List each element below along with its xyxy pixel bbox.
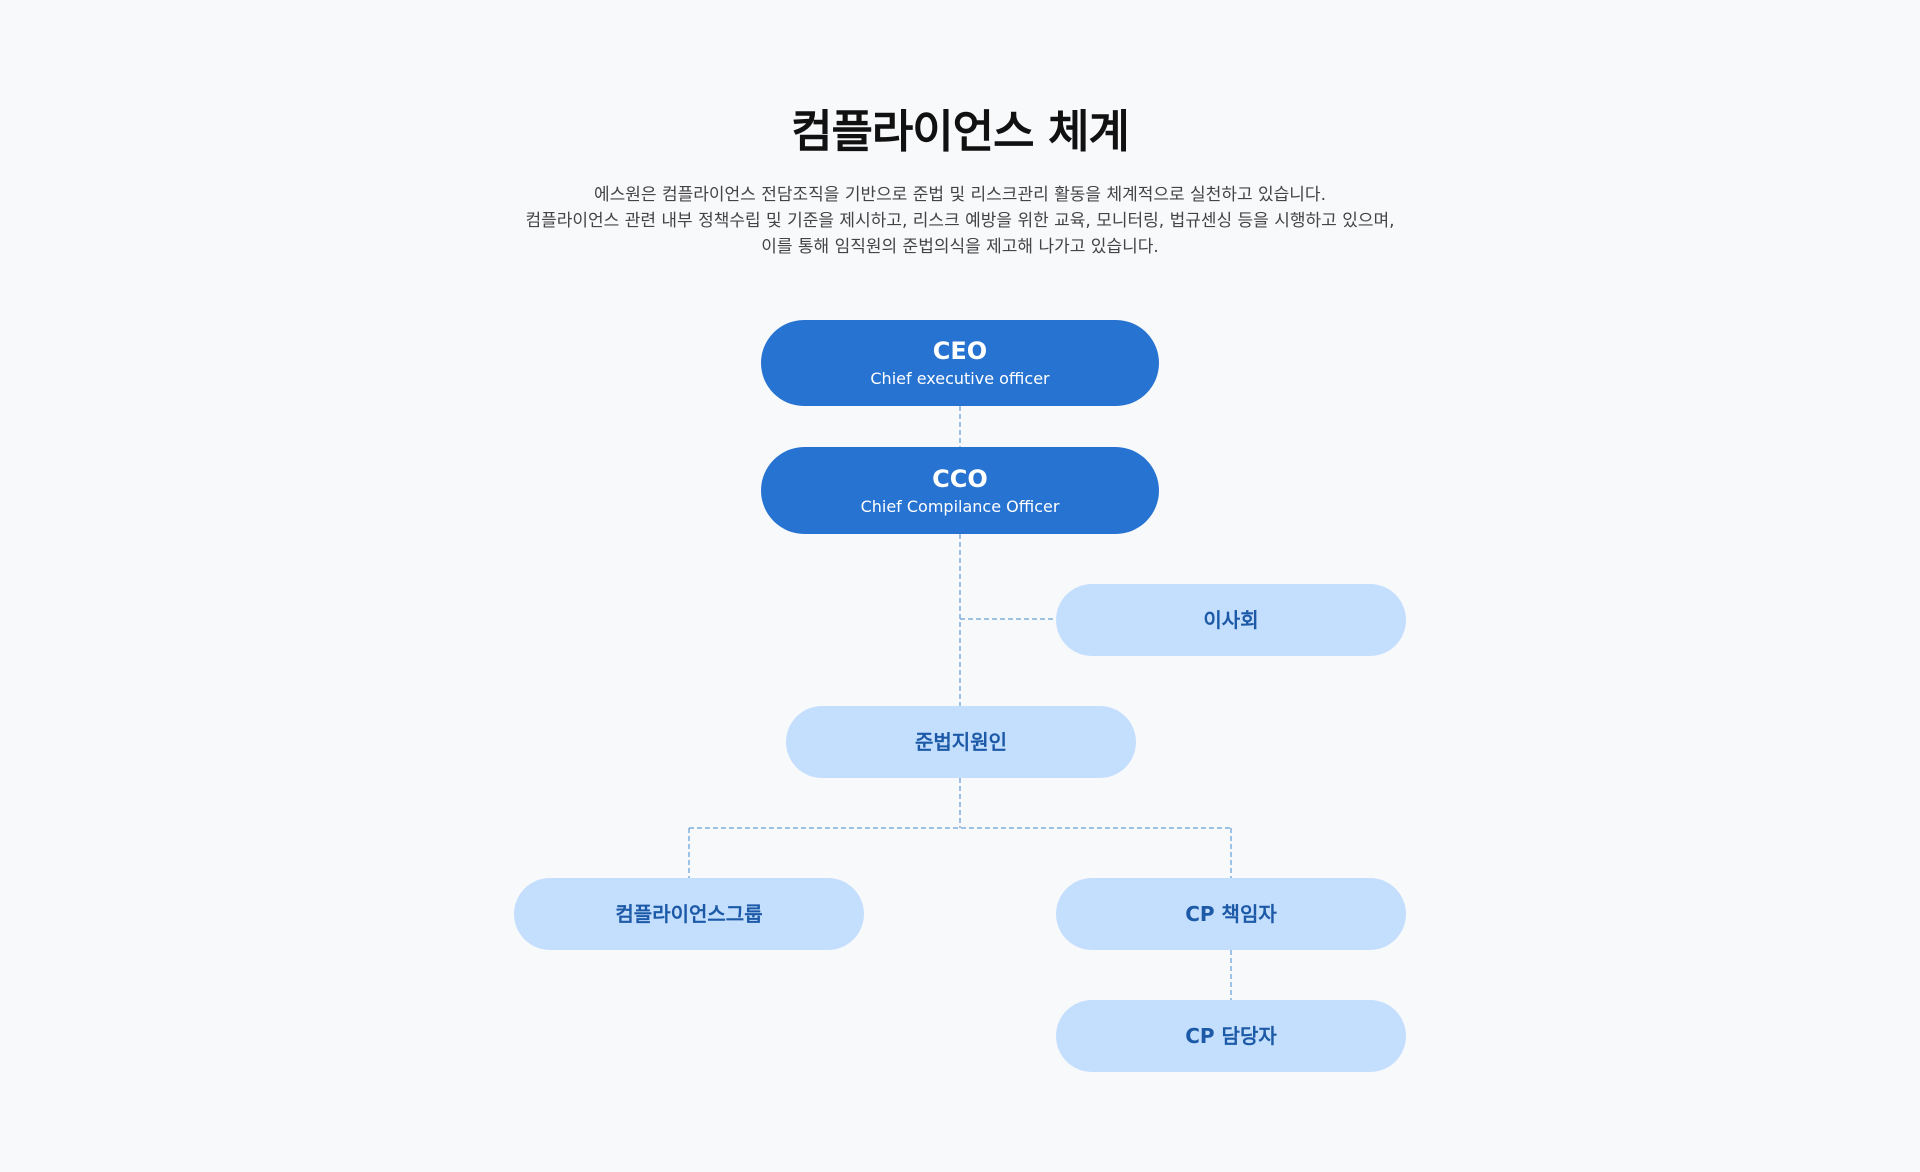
node-board: 이사회 <box>1056 584 1406 656</box>
node-compliance-group: 컴플라이언스그룹 <box>514 878 864 950</box>
node-board-label: 이사회 <box>1203 608 1259 632</box>
page-title: 컴플라이언스 체계 <box>791 105 1130 158</box>
node-compliance-group-label: 컴플라이언스그룹 <box>615 902 763 926</box>
description-line-3: 이를 통해 임직원의 준법의식을 제고해 나가고 있습니다. <box>761 237 1159 257</box>
node-ceo: CEO Chief executive officer <box>761 320 1159 406</box>
node-ceo-subtitle: Chief executive officer <box>870 369 1050 388</box>
node-cp-manager-label: CP 책임자 <box>1185 902 1277 926</box>
page-description: 에스원은 컴플라이언스 전담조직을 기반으로 준법 및 리스크관리 활동을 체계… <box>0 182 1920 260</box>
node-cco-subtitle: Chief Compilance Officer <box>860 496 1060 516</box>
description-line-1: 에스원은 컴플라이언스 전담조직을 기반으로 준법 및 리스크관리 활동을 체계… <box>594 185 1326 205</box>
node-compliance-officer: 준법지원인 <box>786 706 1136 778</box>
node-cp-staff: CP 담당자 <box>1056 1000 1406 1072</box>
node-cco-title: CCO <box>932 464 988 493</box>
node-cp-staff-label: CP 담당자 <box>1185 1024 1277 1048</box>
node-cp-manager: CP 책임자 <box>1056 878 1406 950</box>
node-compliance-officer-label: 준법지원인 <box>915 730 1007 754</box>
node-cco: CCO Chief Compilance Officer <box>761 447 1159 534</box>
description-line-2: 컴플라이언스 관련 내부 정책수립 및 기준을 제시하고, 리스크 예방을 위한… <box>525 211 1395 231</box>
node-ceo-title: CEO <box>932 337 988 365</box>
